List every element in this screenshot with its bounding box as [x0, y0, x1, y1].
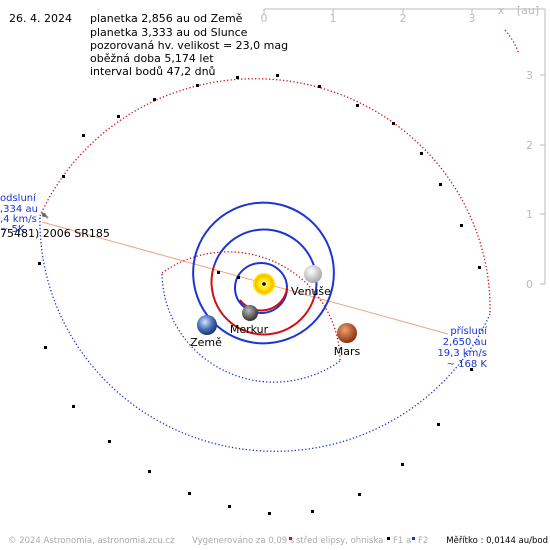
- info-line-5: interval bodů 47,2 dnů: [90, 65, 216, 78]
- outer-orbit-fragment: [504, 29, 520, 55]
- info-line-2: planetka 3,333 au od Slunce: [90, 26, 248, 39]
- y-tick-1: 1: [526, 208, 533, 221]
- x-tick-3: 3: [469, 12, 476, 25]
- x-axis-label: x: [498, 4, 505, 17]
- info-line-3: pozorovaná hv. velikost = 23,0 mag: [90, 39, 288, 52]
- mars-orbit-below: [161, 272, 341, 383]
- f1-legend-marker: [387, 537, 390, 540]
- copyright-text: © 2024 Astronomia, astronomia.zcu.cz: [8, 536, 175, 546]
- x-tick-1: 1: [330, 12, 337, 25]
- scale-text: Měřítko : 0,0144 au/bod: [446, 536, 548, 546]
- y-tick-3: 3: [526, 69, 533, 82]
- earth-orbit-below: [192, 249, 331, 345]
- info-line-4: oběžná doba 5,174 let: [90, 52, 214, 65]
- info-line-1: planetka 2,856 au od Země: [90, 12, 243, 25]
- x-tick-0: 0: [261, 12, 268, 25]
- perihelion-title: přísluní: [450, 325, 488, 337]
- y-tick-0: 0: [526, 278, 533, 291]
- mars-label: Mars: [334, 345, 361, 358]
- aphelion-distance: ,334 au: [0, 204, 38, 215]
- asteroid-name: 75481) 2006 SR185: [0, 227, 110, 240]
- f2-legend-marker: [412, 537, 415, 540]
- asteroid-orbit-above: [39, 78, 491, 315]
- mars-icon: [337, 323, 357, 343]
- center-legend-marker: [289, 537, 292, 540]
- f2-legend-text: F2: [418, 536, 428, 546]
- sun-center-dot: [262, 282, 266, 286]
- aphelion-title: odsluní: [0, 192, 37, 204]
- asteroid-position-marks: [38, 74, 481, 515]
- f1-legend-text: F1 a: [393, 536, 411, 546]
- perihelion-distance: 2,650 au: [443, 337, 487, 348]
- date-label: 26. 4. 2024: [9, 12, 72, 25]
- earth-label: Země: [190, 336, 222, 349]
- aphelion-speed: ,4 km/s: [0, 214, 37, 225]
- y-tick-2: 2: [526, 139, 533, 152]
- asteroid-marker-icon: [40, 211, 49, 219]
- venus-orbit-below: [210, 265, 315, 336]
- earth-orbit-above: [196, 201, 335, 297]
- mars-position-marks: [217, 271, 240, 279]
- perihelion-temperature: ~ 168 K: [447, 359, 488, 370]
- mercury-label: Merkur: [230, 323, 269, 336]
- mercury-orbit-segment: [239, 287, 288, 312]
- earth-icon: [197, 315, 217, 335]
- venus-label: Venuše: [291, 285, 331, 298]
- perihelion-speed: 19,3 km/s: [437, 348, 487, 359]
- center-legend-text: střed elipsy, ohniska: [296, 536, 383, 546]
- venus-icon: [304, 265, 322, 283]
- axis-frame: [263, 8, 546, 285]
- unit-label: [au]: [517, 4, 539, 17]
- aphelion-temperature: ~ 5K: [0, 224, 25, 235]
- x-tick-2: 2: [400, 12, 407, 25]
- generated-text: Vygenerováno za 0,09 s: [192, 536, 295, 546]
- mercury-icon: [242, 305, 258, 321]
- apsis-line: [41, 221, 449, 335]
- mars-orbit-above: [161, 251, 341, 362]
- asteroid-orbit-below: [39, 215, 491, 452]
